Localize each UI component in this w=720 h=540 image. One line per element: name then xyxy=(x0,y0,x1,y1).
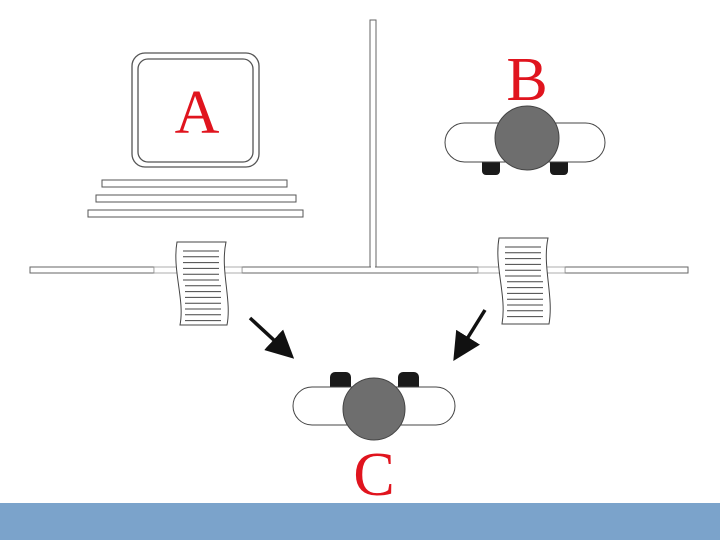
paper-right xyxy=(497,237,551,325)
horizontal-wall xyxy=(29,266,155,274)
computer-a: A xyxy=(87,52,304,218)
keyboard-bar xyxy=(101,179,288,188)
label-c: C xyxy=(353,441,394,509)
head xyxy=(342,377,406,441)
person-b: B xyxy=(444,46,606,175)
label-b: B xyxy=(506,46,547,114)
keyboard-bar xyxy=(87,209,304,218)
label-a: A xyxy=(175,79,220,147)
vertical-wall xyxy=(369,19,377,272)
monitor-screen xyxy=(137,58,254,163)
horizontal-wall xyxy=(241,266,479,274)
footer-band xyxy=(0,503,720,540)
arrow-to-c xyxy=(453,309,487,361)
person-c: C xyxy=(292,372,456,509)
arrow-to-c xyxy=(248,316,295,359)
keyboard-bar xyxy=(95,194,297,203)
horizontal-wall xyxy=(564,266,689,274)
paper-left xyxy=(175,241,229,326)
head xyxy=(494,105,560,171)
